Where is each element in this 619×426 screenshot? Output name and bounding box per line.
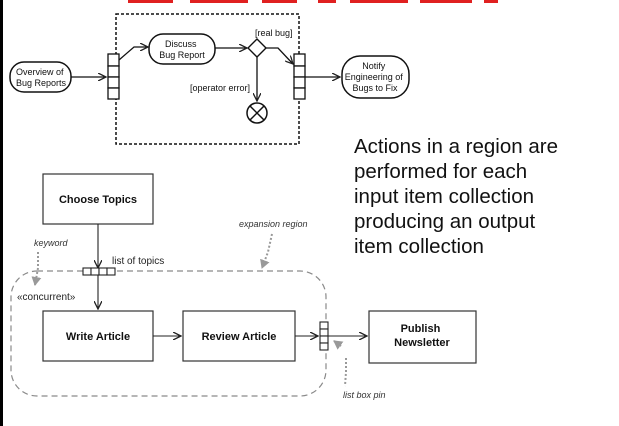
note-line-2: performed for each <box>354 160 528 183</box>
note-line-3: input item collection <box>354 185 535 208</box>
discuss-label-line2: Bug Report <box>159 50 205 60</box>
concurrent-keyword: «concurrent» <box>17 292 76 303</box>
input-list-box-pin <box>107 53 120 100</box>
decision-node <box>247 38 267 58</box>
note-line-5: item collection <box>354 235 484 258</box>
list-box-pin-pointer <box>344 358 347 387</box>
node-discuss-bug-report <box>148 33 216 65</box>
keyword-pointer <box>31 252 42 286</box>
publish-label-line2: Newsletter <box>394 337 450 349</box>
notify-label-line2: Engineering of <box>345 72 404 82</box>
output-list-box-pin <box>293 53 306 100</box>
node-review-article <box>182 310 296 362</box>
flow-real-bug <box>266 47 293 64</box>
note-line-1: Actions in a region are <box>354 135 558 158</box>
overview-label-line2: Bug Reports <box>16 78 67 88</box>
node-write-article <box>42 310 154 362</box>
output-list-pin-vertical <box>319 321 329 351</box>
svg-text:Publish Newsletter: Publish Newsletter <box>394 323 450 349</box>
choose-topics-label: Choose Topics <box>59 194 137 206</box>
expansion-region-annotation: expansion region <box>239 219 308 229</box>
review-article-label: Review Article <box>202 331 277 343</box>
list-box-pin-pointer-head <box>333 340 344 350</box>
node-notify-engineering <box>341 55 410 99</box>
write-article-label: Write Article <box>66 331 130 343</box>
header-fragment <box>128 0 498 3</box>
input-list-pin-horizontal <box>82 267 116 276</box>
explanation-note: Actions in a region are performed for ea… <box>354 134 614 259</box>
discuss-label-line1: Discuss <box>165 39 197 49</box>
note-line-4: producing an output <box>354 210 536 233</box>
list-box-pin-annotation: list box pin <box>343 390 386 400</box>
overview-label-line1: Overview of <box>16 67 64 77</box>
left-edge-bar <box>0 0 3 426</box>
keyword-annotation: keyword <box>34 238 69 248</box>
flow-final-node <box>246 102 268 124</box>
svg-text:Notify Engineering of: Notify Engineering of Bugs to Fix <box>345 61 406 93</box>
expansion-region-pointer <box>260 233 273 269</box>
node-publish-newsletter <box>368 310 477 364</box>
svg-text:Discuss Bug Report: Discuss Bug Report <box>159 39 205 60</box>
guard-operator-error: [operator error] <box>190 83 250 93</box>
guard-real-bug: [real bug] <box>255 28 293 38</box>
flow-pin-to-discuss <box>118 47 148 61</box>
notify-label-line3: Bugs to Fix <box>352 83 398 93</box>
list-of-topics-label: list of topics <box>112 256 164 267</box>
svg-text:Overview of Bug Reports: Overview of Bug Reports <box>16 67 67 88</box>
publish-label-line1: Publish <box>401 323 441 335</box>
notify-label-line1: Notify <box>362 61 386 71</box>
